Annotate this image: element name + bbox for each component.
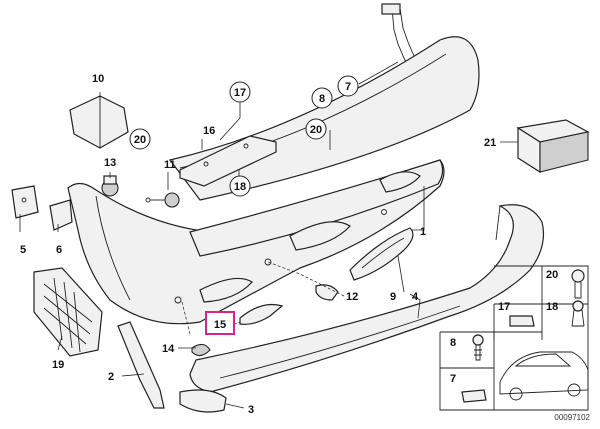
leader-lines bbox=[19, 61, 518, 409]
callout-13[interactable]: 13 bbox=[104, 157, 116, 169]
fastener-grid bbox=[439, 265, 589, 411]
svg-text:18: 18 bbox=[546, 301, 558, 313]
callout-5[interactable]: 5 bbox=[20, 244, 26, 256]
svg-text:20: 20 bbox=[134, 134, 146, 146]
svg-text:17: 17 bbox=[498, 301, 510, 313]
car-locator-icon bbox=[499, 351, 589, 401]
fastener-17[interactable]: 17 bbox=[498, 301, 535, 327]
callout-4[interactable]: 4 bbox=[412, 291, 419, 303]
clip-15[interactable] bbox=[239, 303, 284, 325]
fastener-8[interactable]: 8 bbox=[450, 334, 484, 361]
cap-14[interactable] bbox=[191, 343, 211, 357]
callout-11[interactable]: 11 bbox=[164, 159, 176, 171]
svg-text:15: 15 bbox=[214, 319, 226, 331]
svg-text:7: 7 bbox=[450, 373, 456, 385]
cover-3[interactable] bbox=[179, 389, 227, 413]
bumper-trim-panel[interactable] bbox=[67, 159, 445, 325]
bracket-16[interactable] bbox=[179, 135, 277, 187]
pdc-sensor-13[interactable] bbox=[101, 175, 119, 197]
parts-box-21[interactable] bbox=[516, 119, 590, 174]
callout-7-top[interactable]: 7 bbox=[337, 75, 359, 97]
callout-12[interactable]: 12 bbox=[346, 291, 358, 303]
callout-21[interactable]: 21 bbox=[484, 137, 496, 149]
bracket-10[interactable] bbox=[69, 95, 129, 149]
svg-text:20: 20 bbox=[310, 124, 322, 136]
svg-text:18: 18 bbox=[234, 181, 246, 193]
callout-8-top[interactable]: 8 bbox=[311, 87, 333, 109]
svg-text:17: 17 bbox=[234, 87, 246, 99]
guide-5[interactable] bbox=[11, 185, 39, 219]
fastener-20[interactable]: 20 bbox=[546, 269, 585, 299]
pdc-sensor-11[interactable] bbox=[145, 192, 180, 208]
clip-12[interactable] bbox=[315, 284, 339, 301]
callout-19[interactable]: 19 bbox=[52, 359, 64, 371]
callout-17-top[interactable]: 17 bbox=[229, 81, 251, 103]
callout-6[interactable]: 6 bbox=[56, 244, 62, 256]
svg-text:7: 7 bbox=[345, 81, 351, 93]
svg-text:8: 8 bbox=[319, 93, 325, 105]
guide-6[interactable] bbox=[49, 199, 73, 231]
svg-text:8: 8 bbox=[450, 337, 456, 349]
callout-10[interactable]: 10 bbox=[92, 73, 104, 85]
figure-number: 00097102 bbox=[554, 413, 590, 422]
fastener-7[interactable]: 7 bbox=[450, 373, 487, 403]
callout-15-highlighted[interactable]: 15 bbox=[205, 311, 235, 335]
callout-14[interactable]: 14 bbox=[162, 343, 175, 355]
callout-20-bumper[interactable]: 20 bbox=[305, 118, 327, 140]
lower-diffuser-trim[interactable] bbox=[189, 204, 545, 393]
callout-18-top[interactable]: 18 bbox=[229, 175, 251, 197]
callout-9[interactable]: 9 bbox=[390, 291, 396, 303]
callout-16[interactable]: 16 bbox=[203, 125, 215, 137]
callout-3[interactable]: 3 bbox=[248, 404, 254, 416]
callout-1[interactable]: 1 bbox=[420, 226, 426, 238]
cover-2[interactable] bbox=[117, 321, 165, 409]
svg-text:20: 20 bbox=[546, 269, 558, 281]
callout-20-top[interactable]: 20 bbox=[129, 128, 151, 150]
reflector-cover[interactable] bbox=[349, 227, 414, 281]
fastener-18[interactable]: 18 bbox=[546, 300, 585, 327]
callout-2[interactable]: 2 bbox=[108, 371, 114, 383]
grille-19[interactable] bbox=[33, 267, 103, 357]
